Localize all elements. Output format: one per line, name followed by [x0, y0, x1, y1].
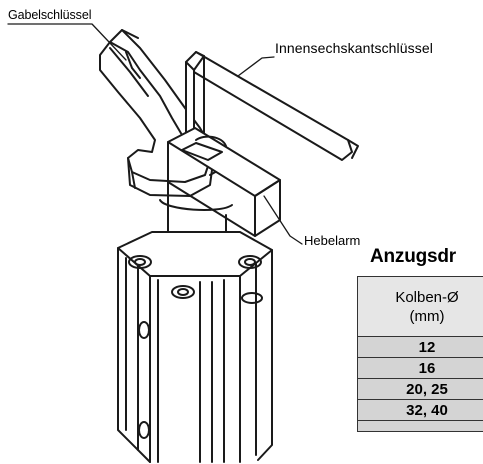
- table-row: 12: [357, 336, 483, 358]
- hex-key-label: Innensechskantschlüssel: [275, 40, 433, 56]
- table-row: 16: [357, 357, 483, 379]
- fork-wrench-label: Gabelschlüssel: [8, 8, 92, 22]
- table-cell: 32, 40: [357, 399, 483, 421]
- table-cell-empty: [357, 420, 483, 432]
- table-row-cut-off: [357, 420, 483, 432]
- header-line-1: Kolben-Ø: [395, 288, 459, 306]
- table-header-row: Kolben-Ø (mm): [357, 276, 483, 337]
- table-title: Anzugsdr: [370, 246, 457, 267]
- cylinder-body: [117, 231, 273, 463]
- lever-arm-label: Hebelarm: [304, 233, 361, 248]
- table-row: 20, 25: [357, 378, 483, 400]
- table-cell: 20, 25: [357, 378, 483, 400]
- lever-arm-block: [167, 127, 281, 237]
- piston-diameter-table: Kolben-Ø (mm) 12 16 20, 25 32, 40: [357, 276, 483, 432]
- table-header-cell: Kolben-Ø (mm): [357, 276, 483, 337]
- table-row: 32, 40: [357, 399, 483, 421]
- header-line-2: (mm): [409, 307, 445, 325]
- fork-wrench: [99, 29, 229, 197]
- callout-leaders: [7, 23, 303, 245]
- table-cell: 16: [357, 357, 483, 379]
- table-cell: 12: [357, 336, 483, 358]
